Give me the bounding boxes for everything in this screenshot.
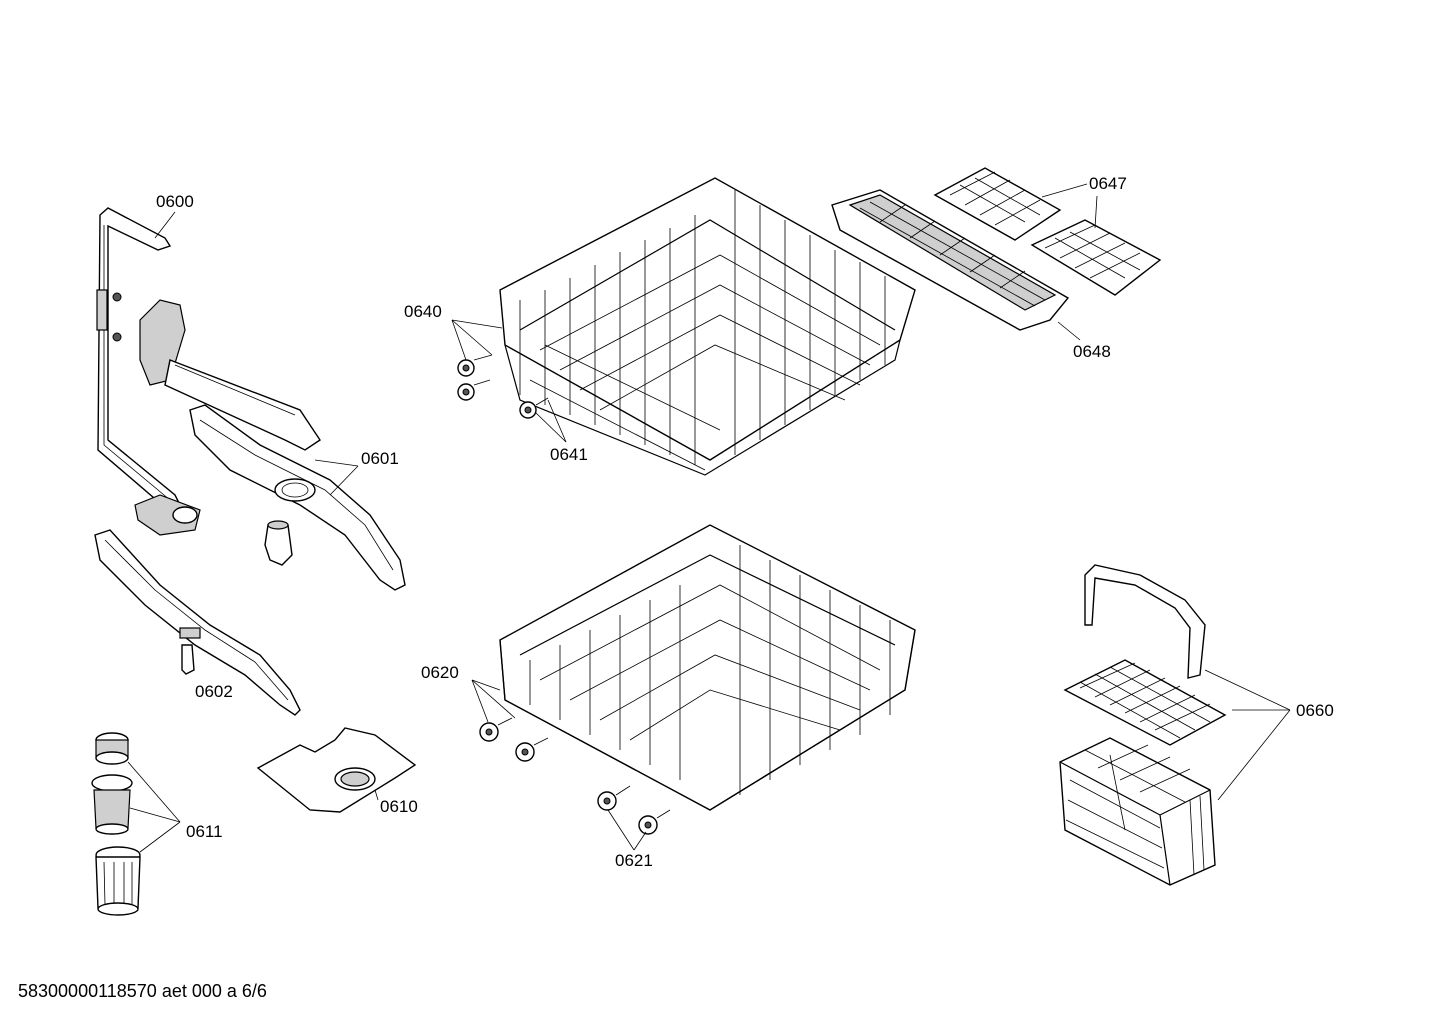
part-0640-upper-wheels	[457, 354, 493, 401]
callout-0640: 0640	[404, 302, 442, 321]
part-upper-basket	[499, 177, 916, 476]
part-0600-supply-pipe	[96, 207, 201, 536]
callout-0610: 0610	[380, 797, 418, 816]
callout-0601: 0601	[361, 449, 399, 468]
callout-0621: 0621	[615, 851, 653, 870]
leader-lines	[127, 183, 1291, 853]
part-0641-upper-wheels	[519, 397, 549, 419]
callout-0660: 0660	[1296, 701, 1334, 720]
callout-0600: 0600	[156, 192, 194, 211]
part-0601-upper-spray-arm	[189, 404, 406, 591]
callout-0647: 0647	[1089, 174, 1127, 193]
callout-0641: 0641	[550, 445, 588, 464]
part-0611-filter-set	[91, 732, 141, 916]
part-0647-cup-shelves	[933, 167, 1162, 296]
part-0621-lower-wheels	[597, 785, 671, 835]
part-lower-basket	[499, 524, 916, 811]
part-0602-lower-spray-arm	[94, 529, 301, 716]
part-upper-arm-holder	[139, 299, 321, 451]
callout-0648: 0648	[1073, 342, 1111, 361]
part-0620-lower-wheels	[479, 717, 549, 762]
callout-0611: 0611	[186, 822, 223, 841]
part-0660-cutlery-basket	[1059, 564, 1227, 886]
callout-0602: 0602	[195, 682, 233, 701]
part-0648-cup-shelf	[831, 189, 1070, 331]
callout-0620: 0620	[421, 663, 459, 682]
document-id-footer: 58300000118570 aet 000 a 6/6	[18, 981, 267, 1001]
part-0610-filter-plate	[256, 727, 417, 813]
